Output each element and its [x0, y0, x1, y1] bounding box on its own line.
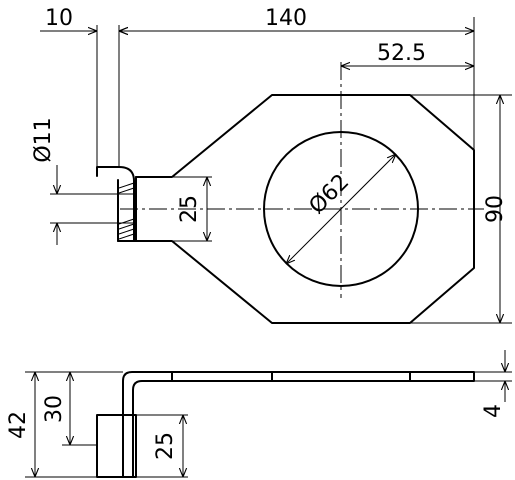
bore-hatching [118, 182, 135, 240]
dim-flange-height-label: 25 [153, 432, 178, 460]
dim-line-d62 [286, 154, 396, 264]
dim-hole-offset-label: 52.5 [377, 41, 426, 66]
side-view: 42 30 25 4 [6, 350, 512, 478]
dim-bore-diameter-label: Ø11 [31, 117, 56, 162]
dim-flange-thickness-label: 10 [45, 6, 73, 31]
dim-bore-height-label: 25 [177, 195, 202, 223]
dim-total-height-label: 42 [6, 411, 31, 439]
bent-arm-outer [122, 371, 475, 416]
dim-overall-length-label: 140 [265, 6, 307, 31]
dim-hole-diameter-label: Ø62 [305, 170, 355, 220]
flange-block [96, 414, 137, 478]
dim-plate-thickness-label: 4 [481, 404, 506, 418]
flange-outline [96, 166, 135, 242]
dim-arm-height-label: 30 [42, 395, 67, 423]
top-view: 10 140 52.5 90 25 Ø11 Ø62 [31, 6, 512, 324]
dim-plate-width-label: 90 [483, 195, 508, 223]
